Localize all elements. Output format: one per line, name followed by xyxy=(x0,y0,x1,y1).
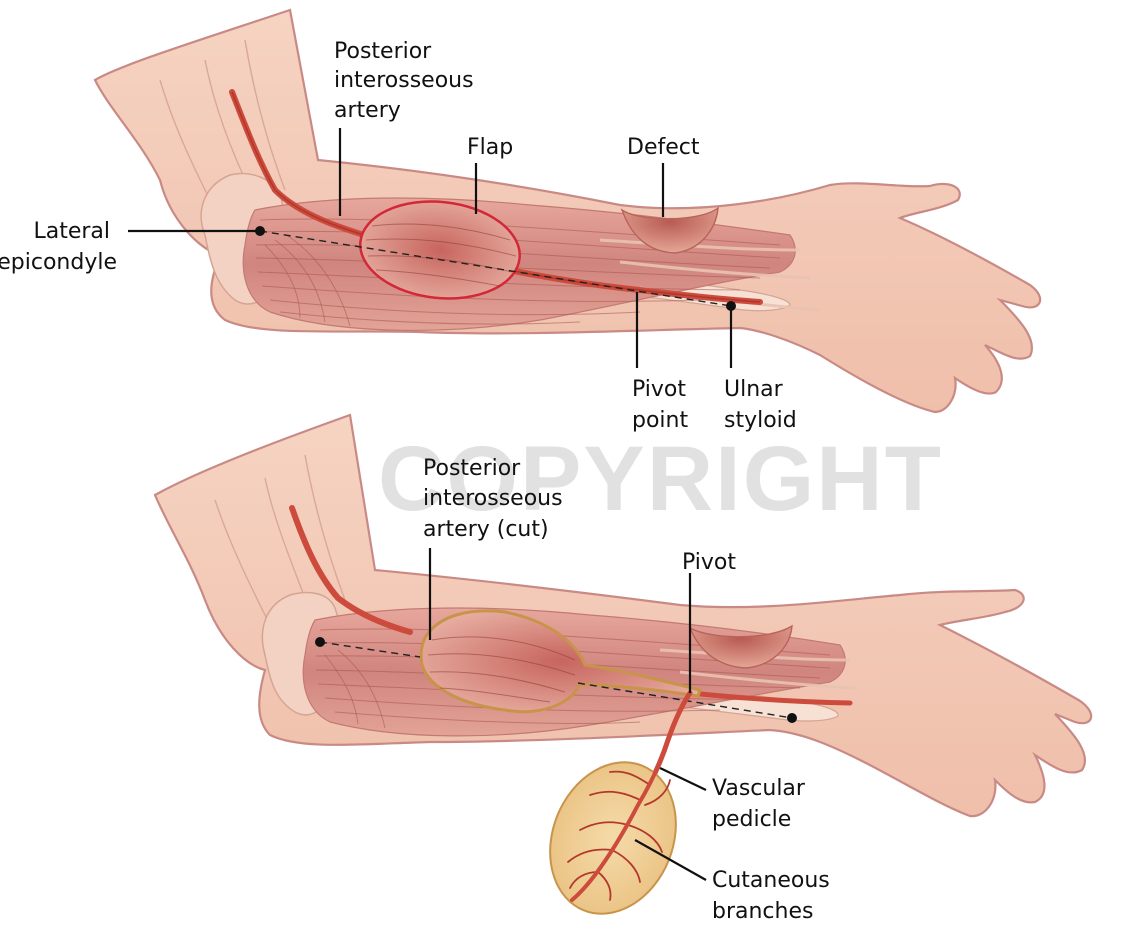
bottom-axis-line-proximal xyxy=(319,641,421,658)
bottom-ulnar-styloid-dot xyxy=(787,713,797,723)
bottom-cutaneous-branches xyxy=(567,770,671,901)
bottom-crease xyxy=(214,499,271,626)
bottom-crease xyxy=(304,454,346,601)
label-posterior-interosseous-artery: Posterior interosseous artery xyxy=(334,39,481,123)
top-lateral-epicondyle-dot xyxy=(255,226,265,236)
label-pivot: Pivot xyxy=(682,550,736,575)
label-defect: Defect xyxy=(627,135,700,160)
label-lateral-epicondyle: Lateral epicondyle xyxy=(0,219,117,275)
label-pivot-point: Pivot point xyxy=(632,377,693,433)
bottom-panel: Posterior interosseous artery (cut) Pivo… xyxy=(153,413,1093,924)
bottom-pedicle-over-paddle xyxy=(570,691,692,902)
bottom-flap-fibers xyxy=(427,636,576,703)
label-cutaneous-branches: Cutaneous branches xyxy=(712,868,837,924)
bottom-posterior-interosseous-artery-cut xyxy=(289,505,413,635)
top-crease xyxy=(244,39,286,191)
label-vascular-pedicle: Vascular pedicle xyxy=(712,776,812,832)
top-axis-line xyxy=(259,230,732,307)
top-panel: Posterior interosseous artery Flap Defec… xyxy=(0,8,1042,433)
bottom-distal-artery xyxy=(687,690,853,706)
label-posterior-interosseous-artery-cut: Posterior interosseous artery (cut) xyxy=(423,456,570,542)
copyright-watermark: COPYRIGHT xyxy=(378,428,943,530)
label-ulnar-styloid: Ulnar styloid xyxy=(724,377,797,433)
bottom-leader-cutaneous-branches xyxy=(634,839,707,881)
top-flap xyxy=(359,200,521,300)
label-flap: Flap xyxy=(467,135,513,160)
bottom-leader-vascular-pedicle xyxy=(659,767,707,791)
bottom-defect xyxy=(688,624,793,669)
bottom-flap-with-tail xyxy=(419,609,702,714)
bottom-lateral-epicondyle-dot xyxy=(315,637,325,647)
top-defect xyxy=(620,206,719,254)
